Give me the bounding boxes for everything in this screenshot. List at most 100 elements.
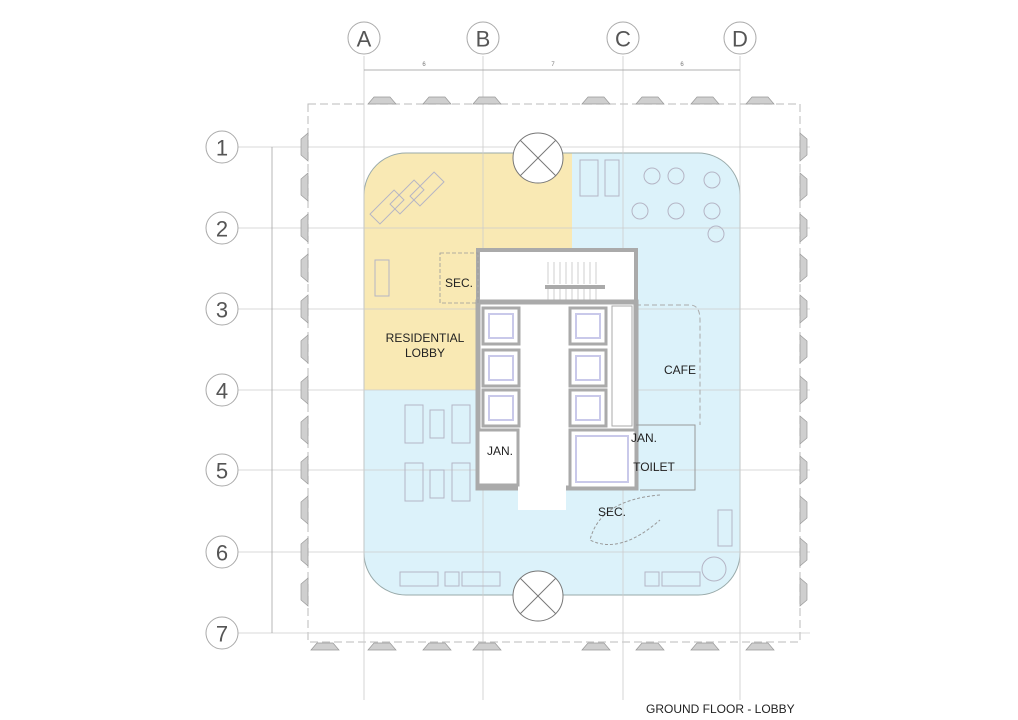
- dimension-a-b: 6: [422, 62, 426, 68]
- facade-fin: [300, 132, 309, 162]
- facade-fin: [472, 642, 502, 651]
- label-janitor-west: JAN.: [487, 444, 513, 458]
- label-toilet: TOILET: [633, 460, 675, 474]
- grid-bubble-2: 2: [205, 211, 239, 245]
- facade-fin: [300, 415, 309, 445]
- grid-bubble-D: D: [723, 21, 757, 55]
- grid-bubble-label: 2: [216, 217, 228, 242]
- cafe-table: [643, 167, 661, 185]
- furniture-piece: [374, 259, 390, 297]
- furniture-piece: [399, 571, 439, 587]
- grid-bubble-7: 7: [205, 616, 239, 650]
- elevator-car: [488, 355, 514, 381]
- furniture-piece: [579, 159, 599, 197]
- grid-bubble-label: D: [732, 27, 748, 52]
- furniture-piece: [661, 571, 701, 587]
- building-core: [475, 248, 639, 510]
- facade-fin: [799, 172, 808, 202]
- label-janitor-east: JAN.: [631, 431, 657, 445]
- facade-fin: [799, 213, 808, 243]
- facade-fin: [799, 495, 808, 525]
- drawing-title: GROUND FLOOR - LOBBY: [646, 702, 795, 716]
- grid-bubble-label: 6: [216, 541, 228, 566]
- elevator-car: [488, 313, 514, 339]
- facade-fin: [300, 577, 309, 607]
- planter: [701, 556, 727, 582]
- facade-fin: [300, 213, 309, 243]
- elevator-car: [488, 395, 514, 421]
- cafe-table: [667, 167, 685, 185]
- label-cafe: CAFE: [664, 363, 696, 377]
- facade-fin: [690, 96, 720, 105]
- lounge-chair: [409, 171, 445, 207]
- facade-fin: [745, 96, 775, 105]
- furniture-piece: [404, 404, 424, 444]
- elevator-car: [575, 313, 601, 339]
- grid-bubble-A: A: [347, 21, 381, 55]
- furniture-piece: [429, 469, 445, 499]
- facade-fin: [799, 375, 808, 405]
- facade-fin: [300, 172, 309, 202]
- label-security-north: SEC.: [445, 276, 473, 290]
- cafe-table: [703, 202, 721, 220]
- toilet-room: [636, 424, 696, 491]
- furniture-piece: [451, 404, 471, 444]
- grid-bubble-label: 5: [216, 459, 228, 484]
- facade-fin: [799, 455, 808, 485]
- facade-fin: [799, 294, 808, 324]
- facade-fin: [799, 415, 808, 445]
- elevator-car: [575, 395, 601, 421]
- facade-fin: [690, 642, 720, 651]
- facade-fin: [300, 375, 309, 405]
- facade-fin: [300, 334, 309, 364]
- security-desk-south: [589, 494, 661, 545]
- label-residential-lobby-2: LOBBY: [405, 346, 445, 360]
- dimension-line: 6 7 6: [364, 62, 740, 71]
- cafe-table: [707, 225, 725, 243]
- grid-bubble-3: 3: [205, 292, 239, 326]
- cafe-table: [631, 202, 649, 220]
- dimension-c-d: 6: [680, 62, 684, 68]
- grid-bubble-6: 6: [205, 535, 239, 569]
- grid-bubble-label: 4: [216, 379, 228, 404]
- facade-fin: [300, 455, 309, 485]
- facade-fin: [799, 253, 808, 283]
- facade-fin: [422, 642, 452, 651]
- furniture-piece: [444, 571, 460, 587]
- facade-fin: [745, 642, 775, 651]
- facade-fin: [799, 132, 808, 162]
- furniture-piece: [429, 409, 445, 439]
- facade-fin: [635, 642, 665, 651]
- grid-bubble-label: B: [476, 27, 491, 52]
- dimension-b-c: 7: [551, 62, 555, 68]
- furniture-piece: [717, 509, 733, 547]
- grid-bubble-1: 1: [205, 130, 239, 164]
- label-security-south: SEC.: [598, 505, 626, 519]
- facade-fin: [310, 642, 340, 651]
- revolving-door-south: [512, 570, 564, 622]
- furniture: [369, 159, 733, 587]
- facade-fin: [300, 253, 309, 283]
- grid-bubble-5: 5: [205, 453, 239, 487]
- grid-bubble-label: 7: [216, 622, 228, 647]
- grid-bubble-4: 4: [205, 373, 239, 407]
- grid-bubble-label: C: [615, 27, 631, 52]
- elevator-car: [575, 355, 601, 381]
- facade-fin: [300, 537, 309, 567]
- facade-fin: [799, 334, 808, 364]
- facade-fin: [799, 537, 808, 567]
- facade-fin: [581, 96, 611, 105]
- furniture-piece: [404, 462, 424, 502]
- facade-fin: [581, 642, 611, 651]
- furniture-piece: [461, 571, 501, 587]
- furniture-piece: [644, 571, 660, 587]
- cafe-table: [703, 171, 721, 189]
- furniture-piece: [604, 159, 620, 197]
- facade-fin: [635, 96, 665, 105]
- facade-fin: [799, 577, 808, 607]
- facade-fins: [300, 96, 808, 651]
- facade-fin: [300, 294, 309, 324]
- facade-fin: [367, 96, 397, 105]
- furniture-piece: [451, 462, 471, 502]
